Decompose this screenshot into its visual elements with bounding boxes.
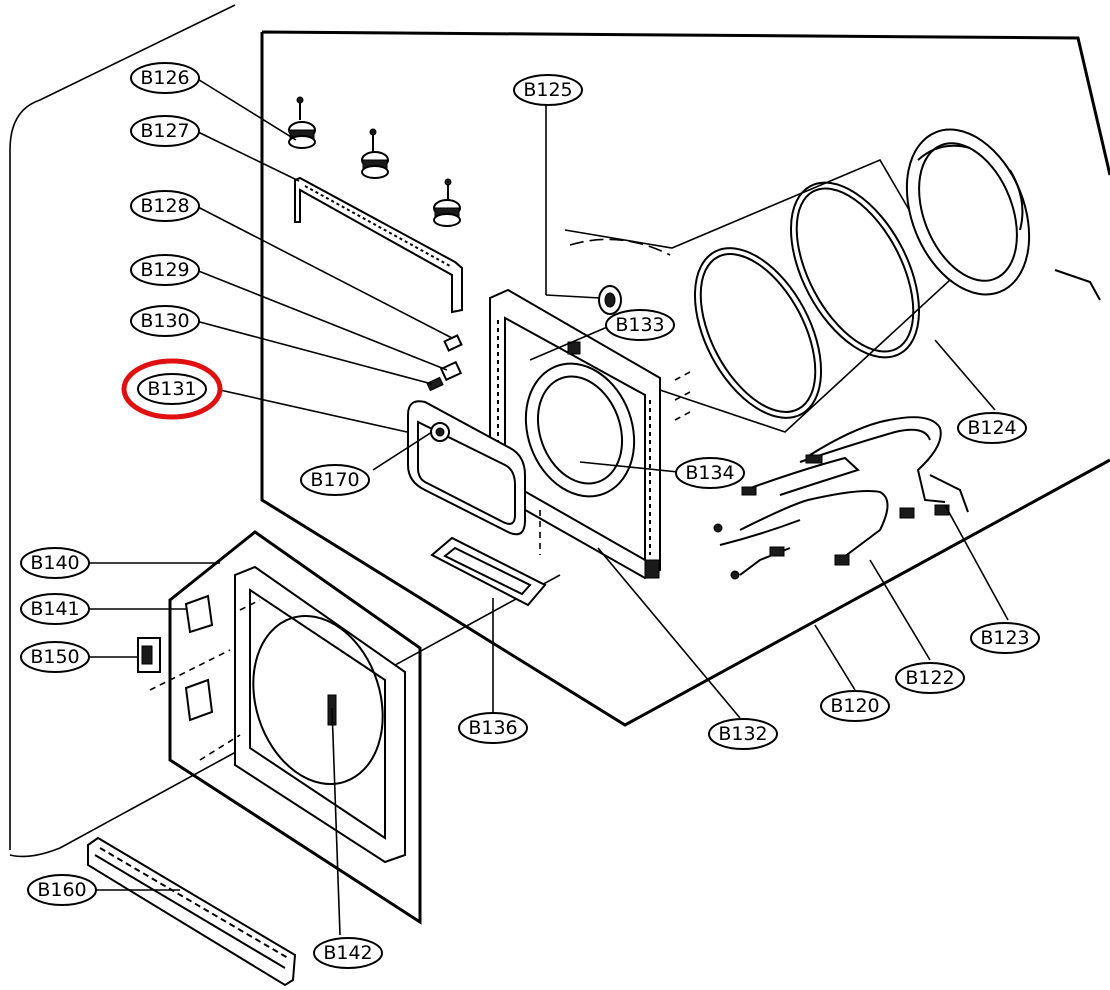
callout-label: B136 (468, 717, 517, 739)
callout-oval (20, 593, 90, 625)
callout-b120: B120 (820, 690, 890, 722)
callout-b127: B127 (130, 115, 200, 147)
wire-harness (713, 416, 969, 580)
callout-b131: B131 (137, 373, 207, 405)
callout-oval (130, 62, 200, 94)
callout-label: B123 (980, 627, 1029, 649)
callout-label: B124 (967, 417, 1016, 439)
callout-oval (675, 457, 745, 489)
callout-oval (130, 115, 200, 147)
callout-label: B140 (30, 552, 79, 574)
callout-b170: B170 (300, 464, 370, 496)
callout-label: B170 (310, 469, 359, 491)
callout-oval (137, 373, 207, 405)
callout-oval (20, 547, 90, 579)
callout-b134: B134 (675, 457, 745, 489)
callout-label: B133 (615, 314, 664, 336)
callout-b124: B124 (957, 412, 1027, 444)
leader-lines (88, 77, 1009, 936)
callout-oval (300, 464, 370, 496)
callout-label: B126 (140, 67, 189, 89)
callout-label: B130 (140, 310, 189, 332)
callout-oval (20, 641, 90, 673)
callout-b141: B141 (20, 593, 90, 625)
door-seal (407, 400, 526, 536)
callout-b125: B125 (513, 74, 583, 106)
small-latch-parts (426, 334, 463, 392)
callout-label: B129 (140, 259, 189, 281)
callout-b126: B126 (130, 62, 200, 94)
callout-oval (708, 718, 778, 750)
callout-label: B160 (37, 879, 86, 901)
callout-oval (820, 690, 890, 722)
callout-label: B142 (323, 942, 372, 964)
callout-label: B127 (140, 120, 189, 142)
drum-rings (564, 128, 1101, 433)
callout-oval (313, 937, 383, 969)
callout-oval (130, 254, 200, 286)
cabinet-outline-lower (9, 574, 561, 858)
callout-b136: B136 (458, 712, 528, 744)
door-window (234, 565, 406, 864)
callout-b132: B132 (708, 718, 778, 750)
callout-label: B125 (523, 79, 572, 101)
callout-b142: B142 (313, 937, 383, 969)
rubber-feet (288, 96, 461, 227)
lint-filter (430, 536, 547, 607)
cabinet-outline (9, 4, 236, 850)
callout-oval (957, 412, 1027, 444)
callout-b123: B123 (970, 622, 1040, 654)
callout-b133: B133 (605, 309, 675, 341)
back-plate-outline (260, 30, 1110, 727)
callout-b140: B140 (20, 547, 90, 579)
callout-label: B122 (905, 667, 954, 689)
callout-label: B131 (147, 378, 196, 400)
callout-label: B120 (830, 695, 879, 717)
callout-b128: B128 (130, 190, 200, 222)
callout-b150: B150 (20, 641, 90, 673)
callout-label: B141 (30, 598, 79, 620)
callout-oval (970, 622, 1040, 654)
door-small-parts (137, 594, 214, 722)
callout-b122: B122 (895, 662, 965, 694)
projection-lines (149, 371, 691, 761)
callout-b129: B129 (130, 254, 200, 286)
callout-label: B134 (685, 462, 734, 484)
callout-oval (27, 874, 97, 906)
toe-kick-panel (87, 836, 297, 987)
callout-label: B128 (140, 195, 189, 217)
callout-b130: B130 (130, 305, 200, 337)
callout-label: B132 (718, 723, 767, 745)
callout-oval (895, 662, 965, 694)
highlight-circle (121, 358, 223, 420)
top-rail (294, 176, 463, 314)
door-panel-outline (168, 530, 422, 925)
callout-b160: B160 (27, 874, 97, 906)
callout-oval (605, 309, 675, 341)
callout-oval (458, 712, 528, 744)
callout-oval (130, 190, 200, 222)
callout-oval (130, 305, 200, 337)
callout-label: B150 (30, 646, 79, 668)
callout-oval (513, 74, 583, 106)
